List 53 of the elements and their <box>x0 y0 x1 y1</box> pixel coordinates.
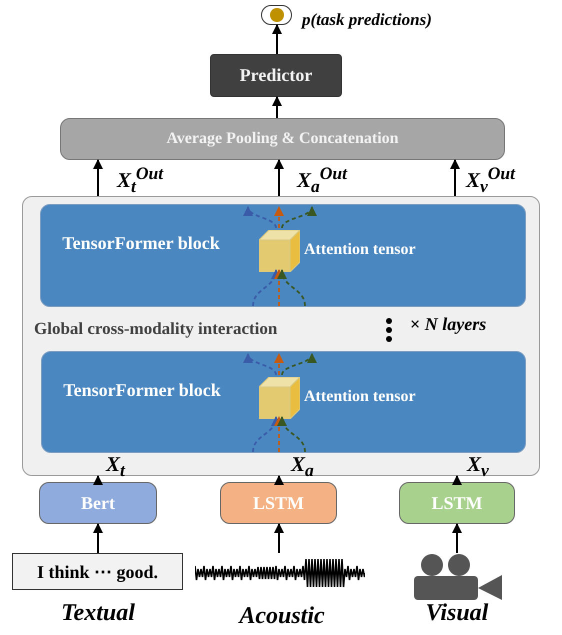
arrow <box>252 416 280 452</box>
arrow <box>274 523 284 553</box>
arrow <box>252 269 280 306</box>
encoder-box <box>220 482 337 524</box>
arrow <box>452 523 462 553</box>
tensor-cube <box>259 377 300 419</box>
arrow <box>93 475 103 485</box>
group-title: Global cross-modality interaction <box>34 319 278 339</box>
node-label: LSTM <box>252 492 304 514</box>
text-input-box <box>12 553 183 590</box>
encoder-box <box>39 482 157 524</box>
output-node <box>261 5 292 25</box>
arrow <box>93 523 103 553</box>
arrow <box>452 475 462 485</box>
node-caption: p(task predictions) <box>302 10 432 30</box>
node-label: I think ⋯ good. <box>36 560 158 582</box>
node-caption: Attention tensor <box>304 388 416 406</box>
block-box <box>41 351 526 453</box>
modality-label: Visual <box>426 600 488 627</box>
arrow <box>245 353 277 376</box>
group-container <box>22 196 540 476</box>
modality-label: Acoustic <box>239 603 325 630</box>
edge-label: X$_{a}$ <box>291 452 314 482</box>
edge-label: X$_{t}$ <box>106 452 125 482</box>
arrow <box>278 269 306 306</box>
arrow <box>274 159 284 196</box>
arrow <box>274 475 284 485</box>
arrow <box>281 206 315 228</box>
edge-label: X$_{v}$ <box>467 452 489 482</box>
modality-label: Textual <box>61 600 135 627</box>
process-box <box>60 118 505 160</box>
video-camera-icon <box>412 553 505 600</box>
arrow <box>274 353 284 375</box>
arrow <box>274 206 284 228</box>
arrow <box>450 159 460 196</box>
block-box <box>40 204 526 307</box>
arrow <box>281 353 315 376</box>
arrow <box>93 159 103 196</box>
node-label: Bert <box>81 492 115 514</box>
arrow <box>245 206 277 228</box>
tensor-cube <box>259 230 300 272</box>
encoder-box <box>399 482 515 524</box>
node-label: LSTM <box>431 492 482 514</box>
node-label: Average Pooling & Concatenation <box>166 130 399 148</box>
arrow <box>272 96 282 118</box>
node-label: TensorFormer block <box>61 232 221 255</box>
layer-count-note: × N layers <box>410 314 486 335</box>
arrow <box>278 416 306 452</box>
arrow <box>272 24 282 54</box>
node-label: Predictor <box>240 65 312 86</box>
node-label: TensorFormer block <box>62 379 222 402</box>
process-box <box>210 54 342 97</box>
node-caption: Attention tensor <box>304 241 416 259</box>
